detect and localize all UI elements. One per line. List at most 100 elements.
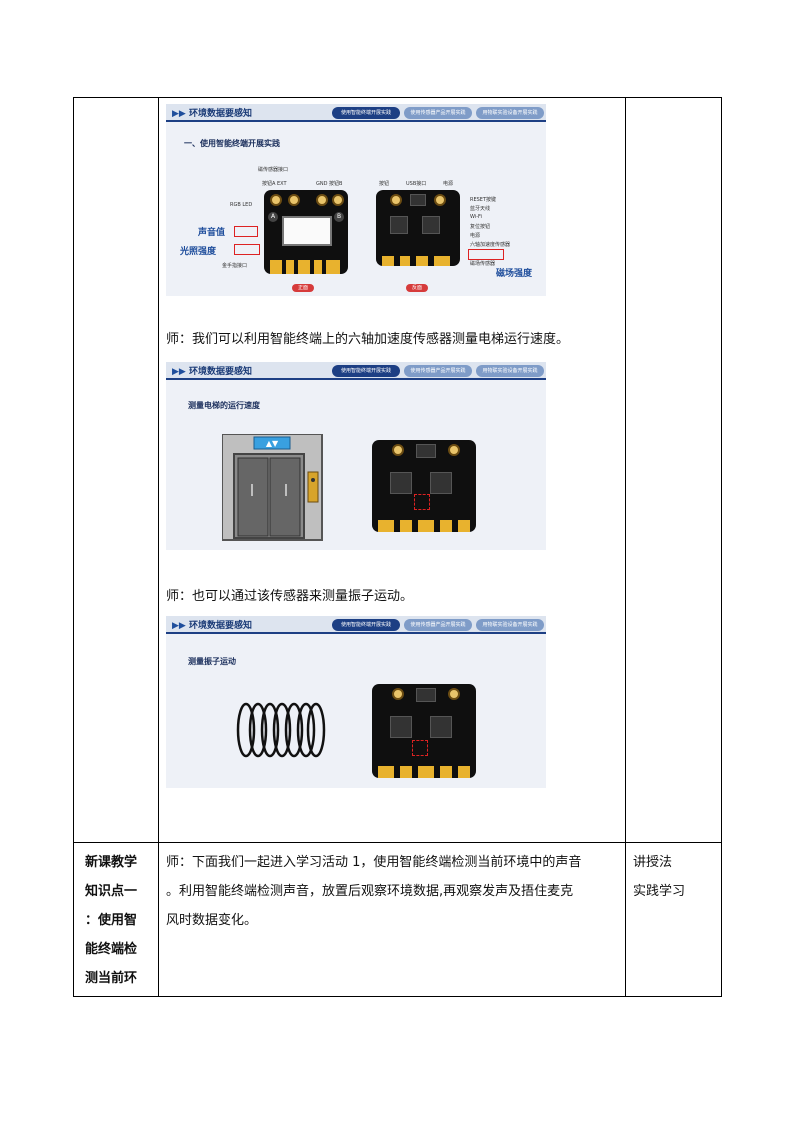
tab-iot: 用物联实验设备开展实践: [476, 365, 544, 377]
paragraph-elevator: 师：我们可以利用智能终端上的六轴加速度传感器测量电梯运行速度。: [166, 332, 570, 347]
label-right-5: 电源: [470, 233, 481, 239]
label-top-3: 按钮: [379, 181, 390, 187]
gold-pad: [440, 520, 452, 532]
lesson-table: [73, 97, 722, 997]
ring: [392, 444, 404, 456]
chip: [416, 688, 436, 702]
label-top-2: GND 按钮B: [316, 181, 343, 187]
gold-pad: [378, 520, 394, 532]
ring: [448, 444, 460, 456]
highlight-box: [234, 226, 258, 237]
table-col-divider-2: [625, 97, 626, 997]
gold-pad: [458, 766, 470, 778]
label-back: 反面: [406, 284, 428, 292]
table-row-divider: [73, 842, 722, 843]
highlight-box: [414, 494, 430, 510]
label-top-5: 电源: [443, 181, 454, 187]
chip: [410, 194, 426, 206]
gold-pad: [458, 520, 470, 532]
tab-sensor: 使用传感器产品开展实践: [404, 365, 472, 377]
slide-header-bar: ▶▶ 环境数据要感知 使用智能终端开展实践 使用传感器产品开展实践 用物联实验设…: [166, 104, 546, 122]
label-right-4: 复位按钮: [470, 224, 491, 230]
slide-header-title: ▶▶ 环境数据要感知: [172, 109, 252, 119]
chip: [390, 716, 412, 738]
tab-iot: 用物联实验设备开展实践: [476, 619, 544, 631]
left-cell-line: 能终端检: [85, 942, 138, 957]
method-line: 讲授法: [633, 855, 673, 870]
ring: [270, 194, 282, 206]
label-top: 磁传感器接口: [258, 167, 289, 173]
board-front: A B: [264, 190, 348, 274]
label-left-1: RGB LED: [230, 202, 253, 208]
slide-elevator: ▶▶ 环境数据要感知 使用智能终端开展实践 使用传感器产品开展实践 用物联实验设…: [166, 362, 546, 550]
header-rule: [166, 632, 546, 634]
label-light: 光照强度: [180, 247, 217, 257]
ring: [332, 194, 344, 206]
ring: [288, 194, 300, 206]
left-cell-line: 测当前环: [85, 971, 138, 986]
tab-terminal: 使用智能终端开展实践: [332, 107, 400, 119]
method-cell: 讲授法 实践学习: [633, 848, 713, 906]
slide-oscillator: ▶▶ 环境数据要感知 使用智能终端开展实践 使用传感器产品开展实践 用物联实验设…: [166, 616, 546, 788]
button-b: B: [334, 212, 344, 222]
left-cell-stage: 新课教学 知识点一 ：使用智 能终端检 测当前环: [85, 848, 151, 993]
gold-pad: [326, 260, 340, 274]
tab-iot: 用物联实验设备开展实践: [476, 107, 544, 119]
method-line: 实践学习: [633, 884, 686, 899]
gold-pad: [418, 766, 434, 778]
ring: [392, 688, 404, 700]
tab-sensor: 使用传感器产品开展实践: [404, 107, 472, 119]
slide-subtitle: 一、使用智能终端开展实践: [184, 139, 280, 148]
slide-header-bar: ▶▶ 环境数据要感知 使用智能终端开展实践 使用传感器产品开展实践 用物联实验设…: [166, 362, 546, 380]
label-sound: 声音值: [198, 228, 226, 238]
board-back: [372, 440, 476, 532]
activity-description: 师：下面我们一起进入学习活动 1，使用智能终端检测当前环境中的声音 。利用智能终…: [166, 848, 618, 935]
tab-terminal: 使用智能终端开展实践: [332, 619, 400, 631]
left-cell-line: 知识点一: [85, 884, 138, 899]
header-rule: [166, 120, 546, 122]
slide-header-title: ▶▶ 环境数据要感知: [172, 367, 252, 377]
elevator-illustration: ▲▼: [222, 434, 323, 541]
highlight-box: [468, 249, 504, 260]
label-top-1: 按钮A EXT: [262, 181, 287, 187]
slide-subtitle: 测量振子运动: [188, 657, 236, 666]
gold-pad: [434, 256, 450, 266]
activity-line: 风时数据变化。: [166, 913, 258, 928]
spring-illustration: [236, 702, 326, 758]
slide-header-title: ▶▶ 环境数据要感知: [172, 621, 252, 631]
svg-text:▲▼: ▲▼: [266, 439, 279, 448]
label-magnetic: 磁场强度: [496, 269, 533, 279]
label-right-1: RESET按键: [470, 197, 497, 203]
table-col-divider-1: [158, 97, 159, 997]
chip: [390, 472, 412, 494]
slide-header-bar: ▶▶ 环境数据要感知 使用智能终端开展实践 使用传感器产品开展实践 用物联实验设…: [166, 616, 546, 634]
gold-pad: [400, 256, 410, 266]
gold-pad: [440, 766, 452, 778]
gold-pad: [314, 260, 322, 274]
header-rule: [166, 378, 546, 380]
board-back: [372, 684, 476, 778]
slide-terminal-overview: ▶▶ 环境数据要感知 使用智能终端开展实践 使用传感器产品开展实践 用物联实验设…: [166, 104, 546, 296]
gold-pad: [400, 520, 412, 532]
chip: [430, 716, 452, 738]
ring: [448, 688, 460, 700]
board-back: [376, 190, 460, 266]
label-left-2: 金手指接口: [222, 263, 248, 269]
highlight-box: [234, 244, 260, 255]
label-front: 正面: [292, 284, 314, 292]
gold-pad: [378, 766, 394, 778]
label-right-3: Wi-Fi: [470, 214, 482, 220]
gold-pad: [416, 256, 428, 266]
activity-line: 师：下面我们一起进入学习活动 1，使用智能终端检测当前环境中的声音: [166, 855, 582, 870]
slide-subtitle: 测量电梯的运行速度: [188, 401, 260, 410]
gold-pad: [418, 520, 434, 532]
gold-pad: [382, 256, 394, 266]
activity-line: 。利用智能终端检测声音，放置后观察环境数据,再观察发声及捂住麦克: [166, 884, 574, 899]
tab-terminal: 使用智能终端开展实践: [332, 365, 400, 377]
oled-screen: [282, 216, 332, 246]
label-top-4: USB接口: [406, 181, 427, 187]
gold-pad: [286, 260, 294, 274]
button-a: A: [268, 212, 278, 222]
ring: [434, 194, 446, 206]
highlight-box: [412, 740, 428, 756]
